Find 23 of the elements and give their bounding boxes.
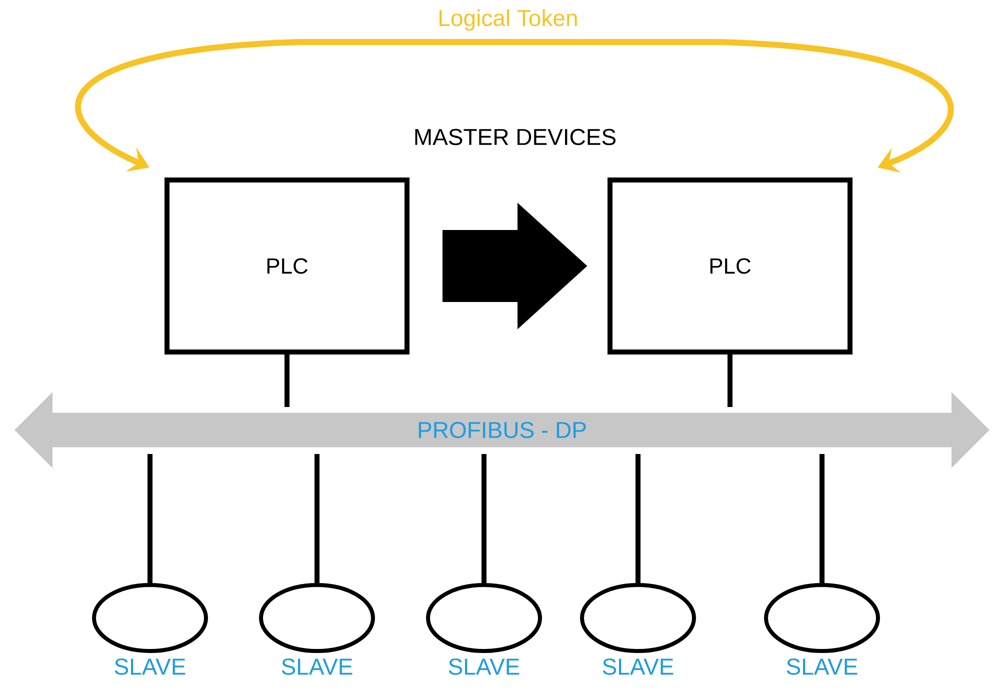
slave-node: SLAVE xyxy=(426,583,542,675)
token-arrow xyxy=(76,39,954,173)
bus-band: PROFIBUS - DP xyxy=(14,392,990,468)
node-label: SLAVE xyxy=(786,658,858,675)
plc-box: PLC xyxy=(164,178,410,354)
node-label: SLAVE xyxy=(114,658,186,675)
edge-label: Logical Token xyxy=(440,9,577,31)
slave-node: SLAVE xyxy=(92,583,208,675)
node-label: SLAVE xyxy=(602,658,674,675)
connector-line xyxy=(314,454,320,583)
node-label: SLAVE xyxy=(448,658,520,675)
plc-box: PLC xyxy=(608,178,853,354)
slave-node: SLAVE xyxy=(764,583,880,675)
connector-line xyxy=(636,454,640,583)
connector-line xyxy=(482,454,486,583)
connector-line xyxy=(284,354,290,407)
slave-node: SLAVE xyxy=(580,583,696,675)
connector-line xyxy=(820,454,825,583)
heading: MASTER DEVICES xyxy=(415,128,616,146)
slave-node: SLAVE xyxy=(259,583,375,675)
node-label: SLAVE xyxy=(282,658,352,675)
connector-line xyxy=(728,354,732,407)
connector-line xyxy=(148,454,152,583)
